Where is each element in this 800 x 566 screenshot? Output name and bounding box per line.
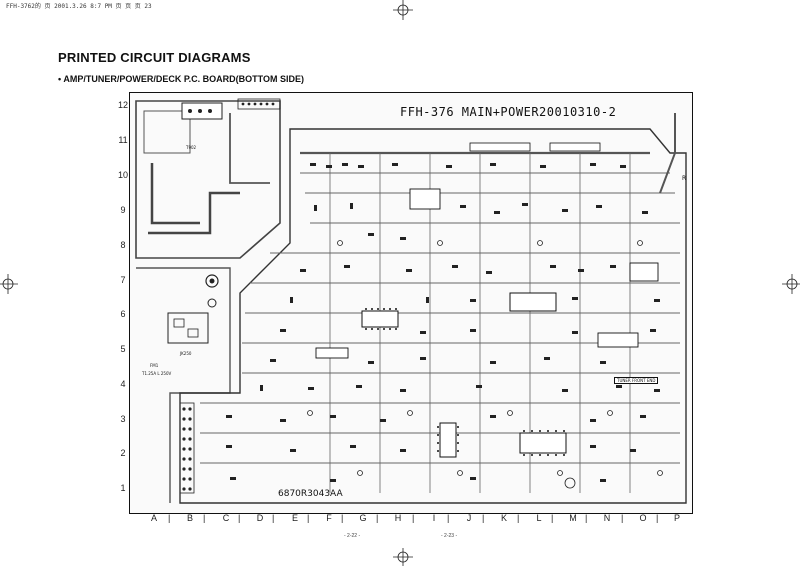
- col-label-m: M: [569, 513, 577, 523]
- section-title: • AMP/TUNER/POWER/DECK P.C. BOARD(BOTTOM…: [58, 74, 304, 84]
- page-title: PRINTED CIRCUIT DIAGRAMS: [58, 50, 251, 65]
- col-label-b: B: [186, 513, 193, 523]
- col-label-p: P: [673, 513, 680, 523]
- connector-strip: [179, 402, 195, 494]
- row-label-12: 12: [117, 100, 128, 110]
- registration-mark-top-icon: [393, 0, 413, 20]
- col-label-d: D: [256, 513, 264, 523]
- row-label-11: 11: [118, 135, 128, 145]
- row-label-5: 5: [120, 344, 126, 354]
- col-separator: |: [341, 513, 344, 523]
- col-label-c: C: [222, 513, 230, 523]
- col-label-e: E: [291, 513, 298, 523]
- col-separator: |: [621, 513, 624, 523]
- col-label-g: G: [359, 513, 367, 523]
- board-part-number: 6870R3043AA: [278, 489, 343, 499]
- row-label-10: 10: [117, 170, 128, 180]
- page-number-left: - 2-22 -: [344, 533, 361, 539]
- col-separator: |: [376, 513, 379, 523]
- pcb-traces: [135, 98, 687, 504]
- col-separator: |: [551, 513, 554, 523]
- col-separator: |: [412, 513, 415, 523]
- col-separator: |: [585, 513, 588, 523]
- row-label-1: 1: [120, 483, 126, 493]
- pcb-board: FFH-376 MAIN+POWER20010310-2 6870R3043AA…: [129, 92, 693, 514]
- col-label-o: O: [639, 513, 647, 523]
- row-label-9: 9: [120, 205, 126, 215]
- row-label-6: 6: [120, 309, 126, 319]
- col-separator: |: [203, 513, 206, 523]
- col-label-l: L: [536, 513, 542, 523]
- col-separator: |: [238, 513, 241, 523]
- board-model-label: FFH-376 MAIN+POWER20010310-2: [400, 105, 617, 119]
- file-info-header: FFH-3762的 页 2001.3.26 8:7 PM 页 页 页 23: [6, 3, 152, 10]
- col-label-n: N: [603, 513, 611, 523]
- col-separator: |: [272, 513, 275, 523]
- registration-mark-bottom-icon: [393, 548, 413, 566]
- row-label-3: 3: [120, 414, 126, 424]
- t902-label: T902: [186, 145, 197, 150]
- col-label-i: I: [432, 513, 436, 523]
- col-separator: |: [482, 513, 485, 523]
- col-separator: |: [307, 513, 310, 523]
- col-label-f: F: [326, 513, 332, 523]
- board-r-label: R: [682, 175, 687, 182]
- col-label-h: H: [394, 513, 402, 523]
- row-label-2: 2: [120, 448, 126, 458]
- row-label-8: 8: [120, 240, 126, 250]
- fuse-label: T1.25A L 250V: [142, 371, 172, 376]
- page-number-right: - 2-23 -: [441, 533, 458, 539]
- col-separator: |: [517, 513, 520, 523]
- row-label-7: 7: [120, 275, 126, 285]
- col-separator: |: [447, 513, 450, 523]
- col-separator: |: [656, 513, 659, 523]
- row-label-4: 4: [120, 379, 126, 389]
- registration-mark-left-icon: [0, 274, 18, 294]
- jk250-label: JK250: [180, 351, 192, 356]
- col-label-a: A: [150, 513, 157, 523]
- col-label-k: K: [500, 513, 507, 523]
- col-separator: |: [168, 513, 171, 523]
- tuner-front-end-label: TUNER FRONT END: [614, 377, 659, 384]
- fm1-label: FM1: [150, 363, 159, 368]
- registration-mark-right-icon: [782, 274, 800, 294]
- col-label-j: J: [466, 513, 472, 523]
